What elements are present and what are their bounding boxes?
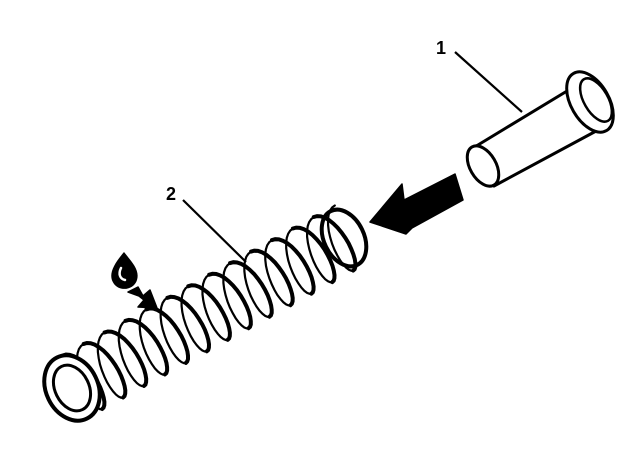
spring — [42, 204, 369, 423]
spring-coil-front — [228, 260, 274, 319]
spring-coil-back — [138, 308, 166, 376]
callout-2-leader-line — [182, 199, 247, 263]
callout-1-label: 1 — [436, 38, 446, 58]
spring-coil-front — [81, 340, 128, 400]
spring-coil-back — [180, 285, 208, 353]
oil-drop-icon — [111, 252, 138, 289]
spring-coil-back — [285, 227, 313, 295]
spring-coil-back — [264, 239, 292, 307]
spring-coil-front — [144, 306, 190, 365]
callout-1: 1 — [436, 38, 523, 113]
pin-head-face — [578, 77, 614, 123]
spring-coil-front — [186, 283, 232, 342]
callout-2: 2 — [166, 184, 247, 263]
callout-2-label: 2 — [166, 184, 176, 204]
spring-coil-back — [243, 250, 271, 319]
spring-coil-back — [306, 215, 334, 284]
spring-coil-back — [159, 296, 187, 365]
spring-coil-front — [290, 225, 337, 285]
spring-coil-front — [249, 248, 295, 308]
spring-coil-front — [123, 317, 170, 377]
spring-near-end-inner — [51, 363, 93, 413]
arrow-left-icon — [369, 173, 464, 235]
spring-coil-back — [201, 273, 229, 342]
pin-end — [465, 144, 501, 188]
spring-near-end — [42, 353, 102, 423]
spring-coil-back — [222, 262, 250, 330]
arrow-right-icon — [127, 286, 158, 309]
spring-back-coils — [75, 204, 355, 411]
pin — [465, 70, 615, 188]
spring-coil-back — [117, 319, 146, 388]
callout-1-leader-line — [454, 51, 523, 113]
spring-far-end — [319, 207, 369, 269]
spring-coil-back — [96, 331, 125, 399]
spring-coil-front — [207, 271, 253, 331]
spring-coil-front — [102, 329, 149, 388]
spring-coil-front — [165, 294, 212, 354]
spring-coil-front — [270, 237, 316, 296]
